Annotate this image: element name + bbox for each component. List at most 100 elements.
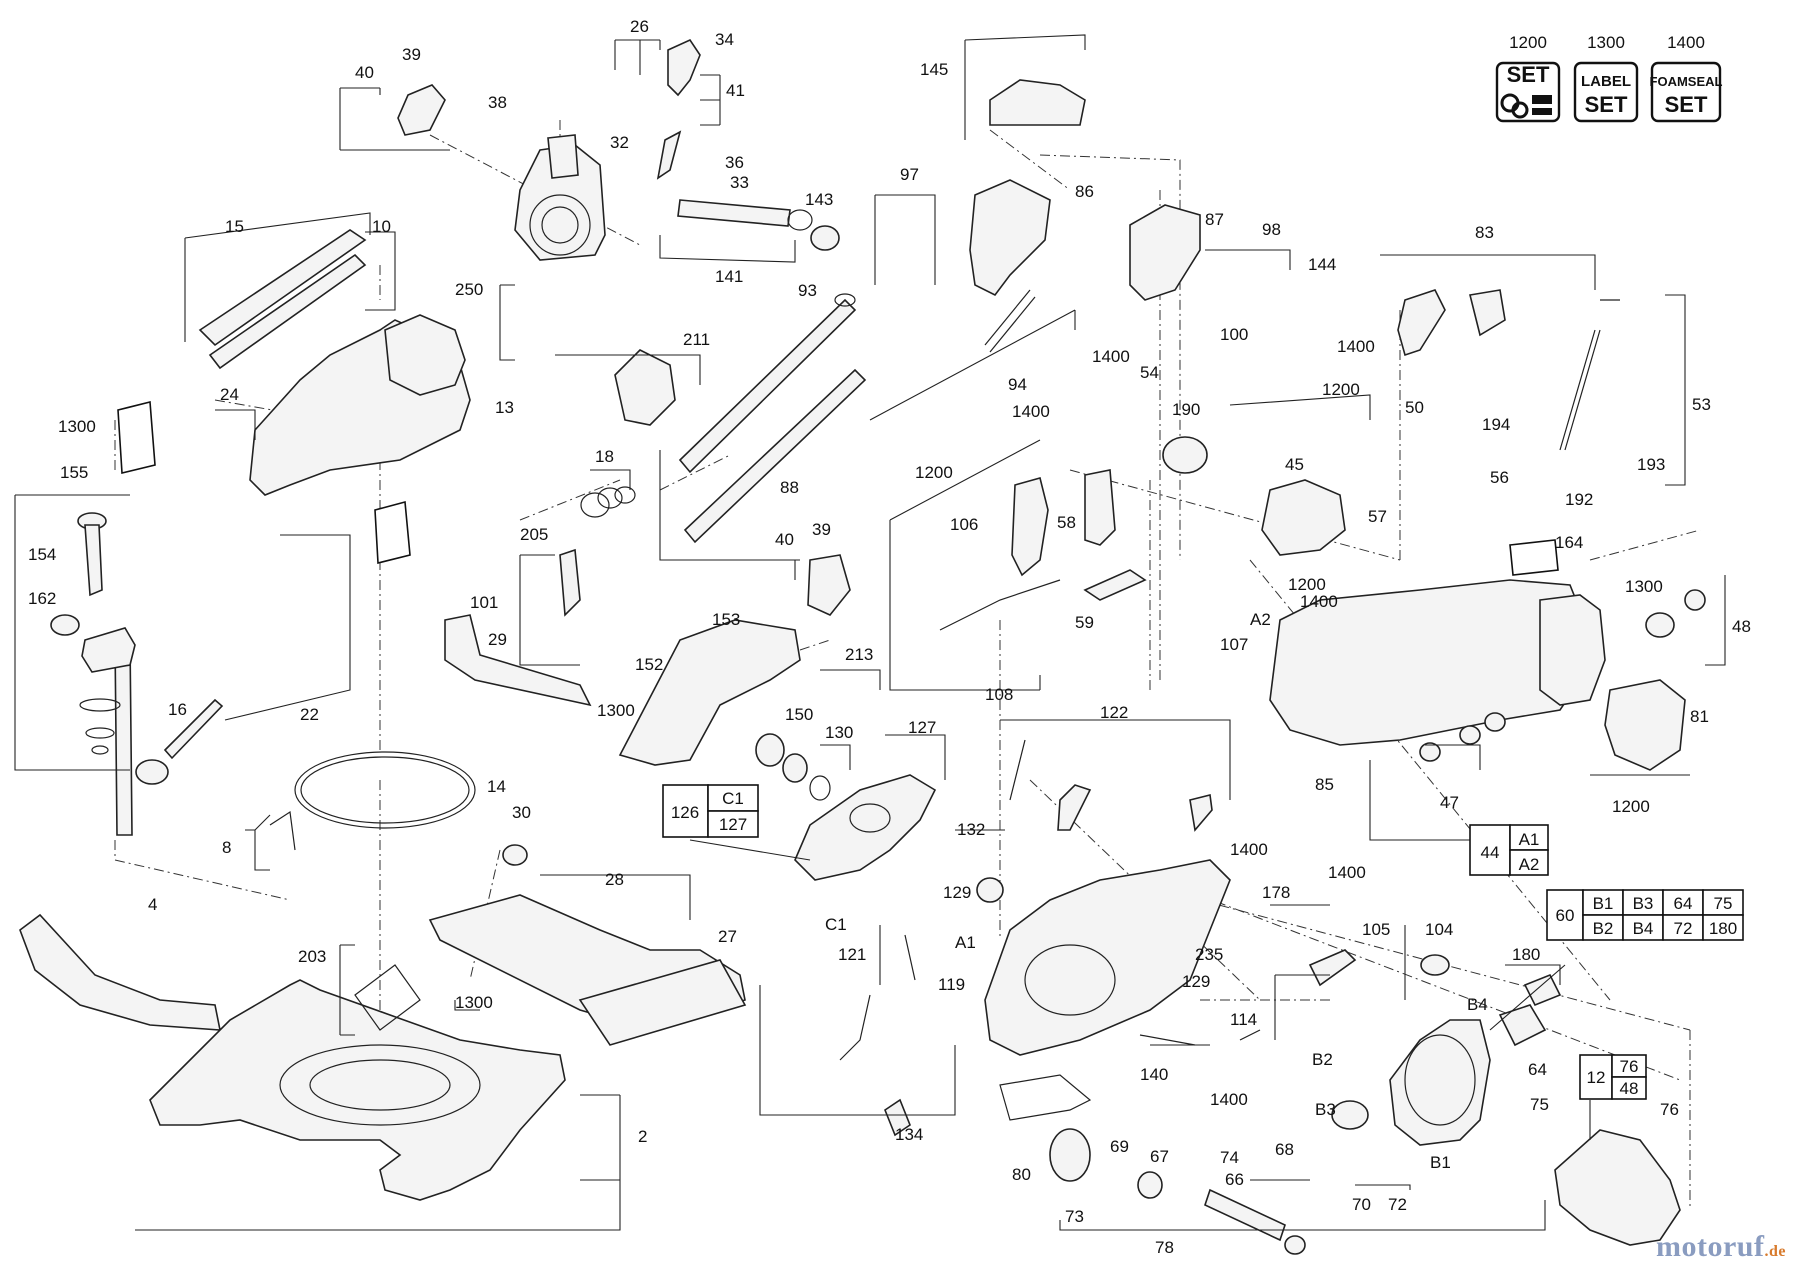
- callout: 22: [300, 705, 319, 724]
- leader-lines: [14, 34, 1726, 1231]
- callout: 1200: [1509, 33, 1547, 52]
- callout: 53: [1692, 395, 1711, 414]
- callout: 150: [785, 705, 813, 724]
- callout: 1400: [1300, 592, 1338, 611]
- callout: B1: [1593, 894, 1614, 913]
- callout: 39: [812, 520, 831, 539]
- callout: B1: [1430, 1153, 1451, 1172]
- callout: 54: [1140, 363, 1159, 382]
- badge-foamseal-set-text: SET: [1665, 92, 1708, 117]
- callout-labels: 1200 1300 1400 26 34 41 38 32 36 33 143 …: [28, 17, 1751, 1257]
- callout: 13: [495, 398, 514, 417]
- callout: 73: [1065, 1207, 1084, 1226]
- callout: 67: [1150, 1147, 1169, 1166]
- callout: 194: [1482, 415, 1510, 434]
- callout: 106: [950, 515, 978, 534]
- callout: C1: [825, 915, 847, 934]
- callout: 70: [1352, 1195, 1371, 1214]
- callout: 40: [775, 530, 794, 549]
- callout: 33: [730, 173, 749, 192]
- callout: 129: [943, 883, 971, 902]
- callout: 86: [1075, 182, 1094, 201]
- callout: B3: [1633, 894, 1654, 913]
- callout: 80: [1012, 1165, 1031, 1184]
- callout: 108: [985, 685, 1013, 704]
- callout: 72: [1388, 1195, 1407, 1214]
- callout: 143: [805, 190, 833, 209]
- callout: 8: [222, 838, 231, 857]
- box-c1: [662, 784, 759, 838]
- callout: 97: [900, 165, 919, 184]
- callout: 28: [605, 870, 624, 889]
- callout: 114: [1230, 1010, 1257, 1029]
- callout: 58: [1057, 513, 1076, 532]
- callout: 162: [28, 589, 56, 608]
- callout: 32: [610, 133, 629, 152]
- callout: B3: [1315, 1100, 1336, 1119]
- callout: 107: [1220, 635, 1248, 654]
- callout: 1300: [1625, 577, 1663, 596]
- part-drawings: [19, 38, 1706, 1255]
- callout: 178: [1262, 883, 1290, 902]
- callout: 129: [1182, 972, 1210, 991]
- callout: 75: [1714, 894, 1733, 913]
- callout: 1400: [1230, 840, 1268, 859]
- callout: 235: [1195, 945, 1223, 964]
- badge-label-set-1300: LABEL SET: [1573, 61, 1639, 123]
- callout: 64: [1674, 894, 1693, 913]
- callout: B4: [1467, 995, 1488, 1014]
- callout: 59: [1075, 613, 1094, 632]
- callout: 15: [225, 217, 244, 236]
- callout: 88: [780, 478, 799, 497]
- callout: 10: [372, 217, 391, 236]
- callout: 1400: [1328, 863, 1366, 882]
- callout: 155: [60, 463, 88, 482]
- callout: 24: [220, 385, 239, 404]
- callout: 36: [725, 153, 744, 172]
- callout: 38: [488, 93, 507, 112]
- callout: A2: [1250, 610, 1271, 629]
- callout: 40: [355, 63, 374, 82]
- callout: A1: [1519, 830, 1540, 849]
- callout: 141: [715, 267, 743, 286]
- callout: 4: [148, 895, 157, 914]
- callout: 1200: [1612, 797, 1650, 816]
- watermark-name: motoruf: [1656, 1230, 1765, 1263]
- callout: 193: [1637, 455, 1665, 474]
- callout: 64: [1528, 1060, 1547, 1079]
- callout: 1400: [1210, 1090, 1248, 1109]
- callout: 26: [630, 17, 649, 36]
- callout: 76: [1620, 1057, 1639, 1076]
- callout: 39: [402, 45, 421, 64]
- callout: 48: [1732, 617, 1751, 636]
- callout: B2: [1312, 1050, 1333, 1069]
- callout: 152: [635, 655, 663, 674]
- callout: 1400: [1012, 402, 1050, 421]
- watermark-logo: motoruf.de: [1656, 1230, 1786, 1264]
- callout: 134: [895, 1125, 923, 1144]
- badge-foamseal-text: FOAMSEAL: [1650, 74, 1723, 89]
- callout: 72: [1674, 919, 1693, 938]
- callout: 104: [1425, 920, 1453, 939]
- callout: 41: [726, 81, 745, 100]
- callout: 1200: [915, 463, 953, 482]
- callout: 250: [455, 280, 483, 299]
- callout: 14: [487, 777, 506, 796]
- callout: 105: [1362, 920, 1390, 939]
- callout: 1400: [1337, 337, 1375, 356]
- callout: B2: [1593, 919, 1614, 938]
- callout: 47: [1440, 793, 1459, 812]
- callout: 12: [1587, 1068, 1606, 1087]
- callout: 78: [1155, 1238, 1174, 1257]
- callout: 81: [1690, 707, 1709, 726]
- callout: 1200: [1322, 380, 1360, 399]
- callout: 44: [1481, 843, 1500, 862]
- callout: 122: [1100, 703, 1128, 722]
- callout: 190: [1172, 400, 1200, 419]
- callout: 18: [595, 447, 614, 466]
- callout: 48: [1620, 1079, 1639, 1098]
- callout: 180: [1512, 945, 1540, 964]
- badge-label-text: LABEL: [1581, 73, 1631, 90]
- callout: 76: [1660, 1100, 1679, 1119]
- callout: 1400: [1667, 33, 1705, 52]
